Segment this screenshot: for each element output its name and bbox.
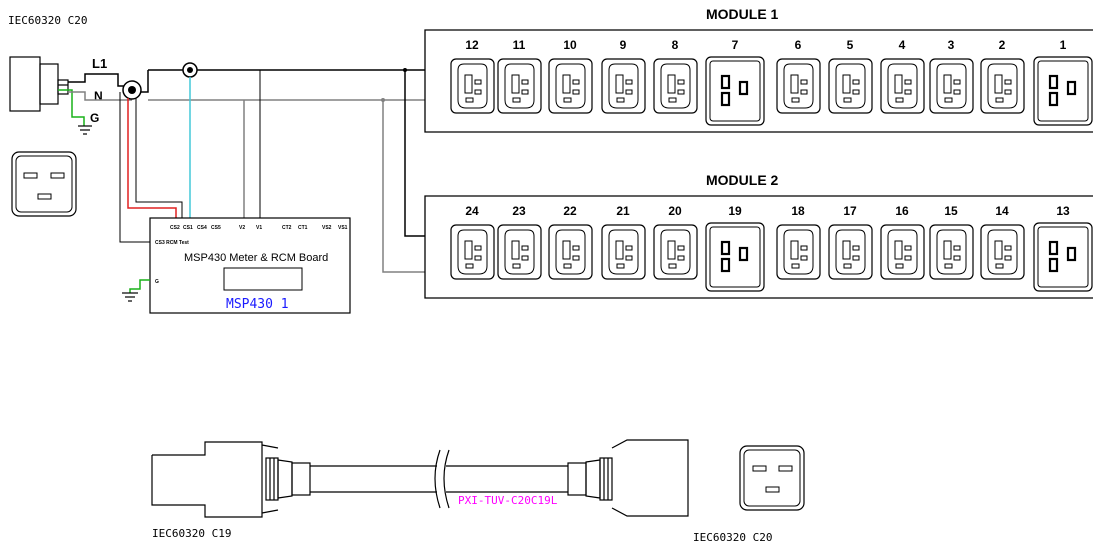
outlet-number: 12 <box>465 38 479 52</box>
outlet-number: 18 <box>791 204 805 218</box>
c20-front-connector-bottom <box>739 445 805 511</box>
current-transformer-2 <box>182 62 198 78</box>
outlet-12: 12 <box>450 38 495 114</box>
outlet-number: 16 <box>895 204 909 218</box>
module-2: MODULE 2 24 23 22 21 20 19 18 17 16 15 14 13 <box>424 172 1093 299</box>
board-pin-cs2: CS2 <box>170 225 180 231</box>
board-name: MSP430 1 <box>226 297 289 312</box>
outlet-6: 6 <box>776 38 821 114</box>
bottom-left-connector-label: IEC60320 C19 <box>152 527 231 540</box>
board-pin-cs5: CS5 <box>211 225 221 231</box>
outlet-24: 24 <box>450 204 495 280</box>
outlet-number: 2 <box>999 38 1006 52</box>
board-pin-g: G <box>155 279 159 285</box>
ground-symbol-board <box>122 292 138 302</box>
outlet-number: 8 <box>672 38 679 52</box>
outlet-1: 1 <box>1033 38 1093 126</box>
outlet-5: 5 <box>828 38 873 114</box>
outlet-21: 21 <box>601 204 646 280</box>
board-pin-cs3: CS3 RCM Test <box>155 240 189 246</box>
outlet-8: 8 <box>653 38 698 114</box>
outlet-number: 19 <box>728 204 742 218</box>
outlet-number: 22 <box>563 204 577 218</box>
board-ground-wire <box>129 279 150 293</box>
outlet-16: 16 <box>880 204 925 280</box>
board-wires <box>119 70 261 243</box>
c19-c20-cable <box>151 439 689 518</box>
outlet-15: 15 <box>929 204 974 280</box>
outlet-number: 7 <box>732 38 739 52</box>
c20-front-connector <box>11 151 77 217</box>
bottom-right-connector-label: IEC60320 C20 <box>693 531 772 544</box>
outlet-number: 11 <box>513 38 526 52</box>
outlet-4: 4 <box>880 38 925 114</box>
outlet-number: 20 <box>668 204 682 218</box>
ground-wire <box>58 89 85 126</box>
module-title: MODULE 2 <box>706 172 779 188</box>
n-label: N <box>94 89 103 103</box>
outlet-number: 4 <box>899 38 906 52</box>
outlet-3: 3 <box>929 38 974 114</box>
l1-label: L1 <box>92 56 107 71</box>
board-pin-ct1: CT1 <box>298 225 308 231</box>
outlet-number: 15 <box>944 204 958 218</box>
g-label: G <box>90 111 99 125</box>
outlet-19: 19 <box>705 204 765 292</box>
outlet-23: 23 <box>497 204 542 280</box>
outlet-number: 10 <box>563 38 577 52</box>
ground-symbol-inlet <box>78 125 92 135</box>
board-pin-vs2: VS2 <box>322 225 332 231</box>
outlet-number: 23 <box>512 204 526 218</box>
outlet-number: 17 <box>843 204 857 218</box>
board-pin-v1: V1 <box>256 225 262 231</box>
outlet-number: 21 <box>616 204 630 218</box>
cable-part-label: PXI-TUV-C20C19L <box>458 494 558 507</box>
board-title: MSP430 Meter & RCM Board <box>184 252 328 264</box>
module-title: MODULE 1 <box>706 6 779 22</box>
outlet-13: 13 <box>1033 204 1093 292</box>
outlet-9: 9 <box>601 38 646 114</box>
outlet-number: 9 <box>620 38 627 52</box>
outlet-number: 1 <box>1060 38 1067 52</box>
outlet-10: 10 <box>548 38 593 114</box>
top-left-connector-label: IEC60320 C20 <box>8 14 87 27</box>
current-transformer-1 <box>122 80 142 100</box>
inlet-connector <box>9 56 69 112</box>
outlet-number: 3 <box>948 38 955 52</box>
outlet-number: 24 <box>465 204 479 218</box>
outlet-number: 6 <box>795 38 802 52</box>
outlet-number: 14 <box>995 204 1009 218</box>
board-pin-ct2: CT2 <box>282 225 292 231</box>
outlet-20: 20 <box>653 204 698 280</box>
outlet-18: 18 <box>776 204 821 280</box>
module-enclosure <box>424 195 1093 299</box>
board-pin-cs1: CS1 <box>183 225 193 231</box>
outlet-11: 11 <box>497 38 542 114</box>
outlet-17: 17 <box>828 204 873 280</box>
outlet-number: 5 <box>847 38 854 52</box>
outlet-14: 14 <box>980 204 1025 280</box>
outlet-2: 2 <box>980 38 1025 114</box>
outlet-7: 7 <box>705 38 765 126</box>
board-pin-v2: V2 <box>239 225 245 231</box>
outlet-number: 13 <box>1056 204 1070 218</box>
module-enclosure <box>424 29 1093 133</box>
outlet-22: 22 <box>548 204 593 280</box>
module-1: MODULE 1 12 11 10 9 8 7 6 5 4 3 2 1 <box>424 6 1093 133</box>
board-pin-vs1: VS1 <box>338 225 348 231</box>
board-pin-cs4: CS4 <box>197 225 207 231</box>
